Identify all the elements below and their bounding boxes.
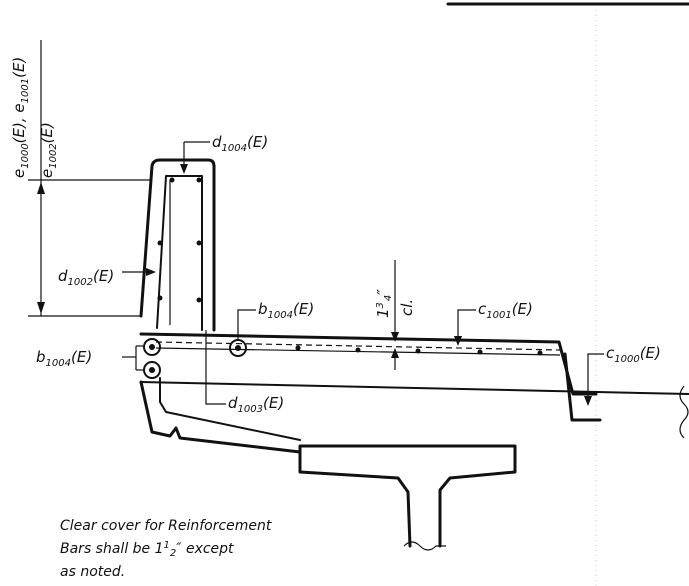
leader-d1003 bbox=[205, 330, 226, 405]
label-c1001: c1001(E) bbox=[478, 300, 533, 321]
end-bars-b1004 bbox=[143, 338, 247, 379]
label-d1003: d1003(E) bbox=[228, 394, 284, 415]
label-b1004-left: b1004(E) bbox=[36, 348, 92, 369]
label-e1002: e1002(E) bbox=[38, 122, 59, 178]
leader-c1000 bbox=[587, 353, 604, 404]
leader-d1004 bbox=[180, 141, 210, 174]
girder-outline bbox=[298, 444, 517, 548]
label-d1004: d1004(E) bbox=[212, 133, 268, 154]
deck-top-rebar bbox=[155, 341, 561, 351]
deck-bar-dots bbox=[295, 345, 543, 356]
note-line-1: Clear cover for Reinforcement bbox=[60, 518, 272, 534]
leader-b1004-deck bbox=[237, 309, 256, 340]
label-c1000: c1000(E) bbox=[606, 344, 661, 365]
leader-d1002 bbox=[122, 268, 156, 276]
slab-break-right bbox=[679, 385, 689, 439]
label-clearance: 134″ bbox=[374, 289, 394, 318]
deck-slab-bottom bbox=[140, 381, 689, 395]
label-e1000-e1001: e1000(E), e1001(E) bbox=[10, 57, 31, 178]
rebar-d1003 bbox=[159, 377, 301, 441]
label-b1004-deck: b1004(E) bbox=[258, 300, 314, 321]
note-line-2: Bars shall be 112″ except bbox=[60, 540, 234, 559]
girder-break bbox=[403, 541, 446, 551]
dimension-clearance bbox=[391, 260, 399, 370]
label-d1002: d1002(E) bbox=[58, 267, 114, 288]
dimension-e bbox=[28, 40, 150, 317]
note-line-3: as noted. bbox=[60, 564, 125, 580]
barrier-rebar-d1004 bbox=[156, 175, 203, 331]
overhang-soffit bbox=[139, 380, 302, 454]
deck-slab-edge bbox=[563, 352, 602, 422]
barrier-outline bbox=[139, 158, 216, 332]
leader-c1001 bbox=[457, 309, 476, 344]
leader-b1004-left bbox=[122, 345, 144, 371]
barrier-bar-dots bbox=[157, 177, 202, 303]
label-clearance-suffix: cl. bbox=[398, 299, 416, 316]
